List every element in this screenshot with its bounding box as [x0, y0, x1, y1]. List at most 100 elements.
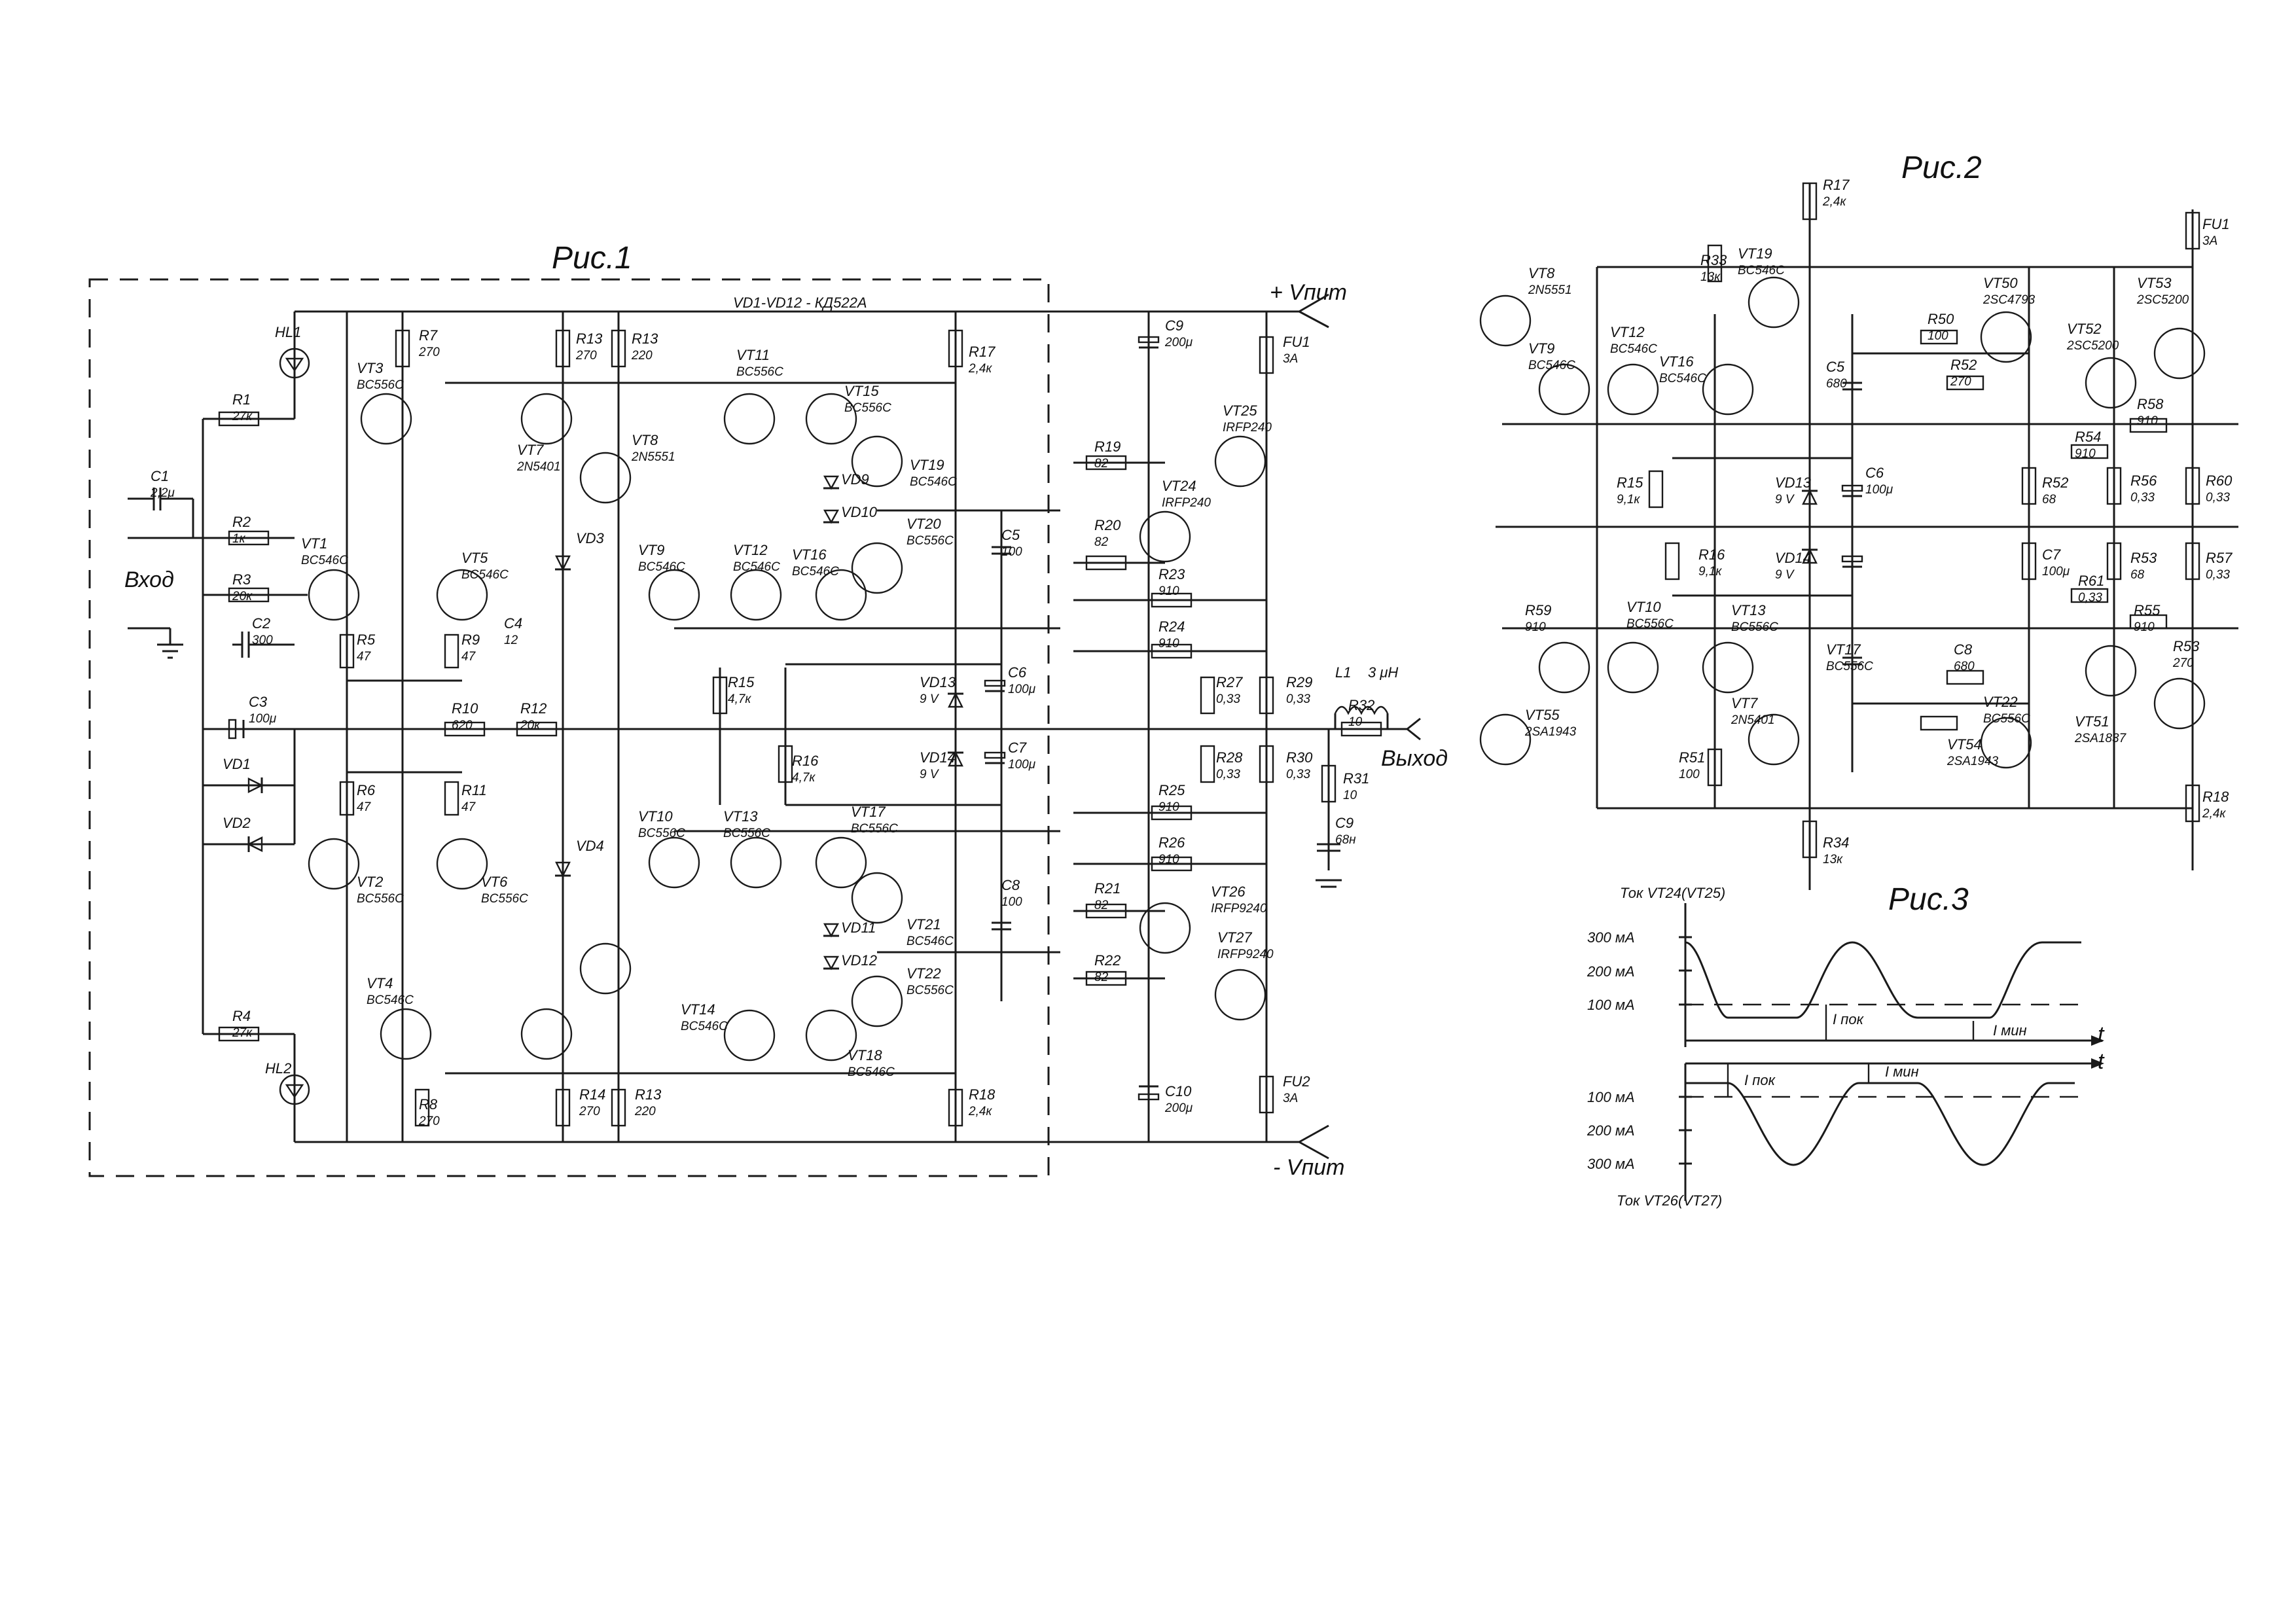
- fig2-value-r54: 910: [2075, 447, 2096, 461]
- fig2-value-r52: 270: [1950, 375, 1971, 389]
- fig2-label-r34: R34: [1823, 834, 1849, 851]
- fig3-title: Рис.3: [1888, 882, 1969, 917]
- fig2-label-r52: R52: [1950, 357, 1977, 373]
- fig2-value-vt13: BC556C: [1731, 620, 1778, 634]
- value-r12: 20к: [520, 719, 541, 732]
- value-r28: 0,33: [1216, 768, 1240, 781]
- fig2-label-vd13: VD13: [1775, 474, 1812, 491]
- label-vt25: VT25: [1223, 402, 1257, 419]
- fig2-value-fu1: 3А: [2202, 234, 2217, 248]
- fig2-value-c6: 100μ: [1865, 483, 1893, 497]
- value-vt25: IRFP240: [1223, 421, 1272, 435]
- value-vt12: BC546C: [733, 560, 780, 574]
- fig2-label-r60: R60: [2206, 473, 2233, 489]
- value-vt27: IRFP9240: [1217, 948, 1274, 961]
- label-r20: R20: [1094, 517, 1121, 533]
- label-vt22: VT22: [906, 965, 941, 982]
- value-vt4: BC546C: [367, 993, 414, 1007]
- value-vt21: BC546C: [906, 935, 954, 948]
- label-vt13: VT13: [723, 808, 758, 825]
- value-r20: 82: [1094, 535, 1109, 549]
- label-c1: C1: [151, 468, 169, 484]
- fig3-bottom-axis-label: Ток VT26(VT27): [1617, 1192, 1722, 1209]
- fig2-label-vt17: VT17: [1826, 641, 1861, 658]
- label-vt19: VT19: [910, 457, 944, 473]
- fig2-value-r17: 2,4к: [1822, 195, 1846, 209]
- label-vt10: VT10: [638, 808, 673, 825]
- label-vt4: VT4: [367, 975, 393, 991]
- value-r24: 910: [1158, 637, 1179, 651]
- label-r29: R29: [1286, 674, 1312, 690]
- label-vd3: VD3: [576, 530, 605, 546]
- fig2-value-r59: 910: [1525, 620, 1546, 634]
- fig2-label-vt53: VT53: [2137, 275, 2172, 291]
- resistors-fig1-h: [444, 455, 1382, 986]
- value-r30: 0,33: [1286, 768, 1310, 781]
- value-r5: 47: [357, 650, 372, 664]
- label-vt21: VT21: [906, 916, 941, 933]
- value-r29: 0,33: [1286, 692, 1310, 706]
- value-c1: 2,2μ: [150, 486, 175, 500]
- label-r17: R17: [969, 344, 996, 360]
- label-r6: R6: [357, 782, 376, 798]
- label-c7: C7: [1008, 740, 1027, 756]
- fig2-label-vt9: VT9: [1528, 340, 1554, 357]
- label-hl1: HL1: [275, 324, 301, 340]
- label-vt26: VT26: [1211, 883, 1246, 900]
- value-vt22: BC556C: [906, 984, 954, 997]
- label-r22: R22: [1094, 952, 1121, 969]
- value-vt11: BC556C: [736, 365, 783, 379]
- label-vt5: VT5: [461, 550, 488, 566]
- value-r26: 910: [1158, 853, 1179, 866]
- value-vd14: 9 V: [920, 768, 940, 781]
- value-r15: 4,7к: [728, 692, 751, 706]
- value-vt24: IRFP240: [1162, 496, 1211, 510]
- label-r14: R14: [579, 1086, 605, 1103]
- value-r3: 20к: [232, 590, 253, 603]
- value-c2: 300: [252, 633, 273, 647]
- value-fu2: 3А: [1283, 1092, 1298, 1105]
- label-vd1: VD1: [223, 756, 251, 772]
- fig2-value-c5: 680: [1826, 377, 1847, 391]
- label-r13c: R13: [635, 1086, 662, 1103]
- resistors-fig2: [1648, 182, 2200, 859]
- value-c9b: 68н: [1335, 833, 1356, 847]
- fig2-value-r33: 13к: [1700, 270, 1721, 284]
- fig2-value-r15: 9,1к: [1617, 493, 1640, 507]
- fig2-value-r55: 910: [2134, 620, 2155, 634]
- waveform-top: [1685, 941, 2081, 1019]
- fig2-value-vt53: 2SC5200: [2136, 293, 2189, 307]
- figure-3: Рис.3 Ток VT24(VT25) Ток VT26(VT27) t t …: [1587, 882, 2105, 1209]
- fig2-value-vt9: BC546C: [1528, 359, 1575, 372]
- value-r18: 2,4к: [968, 1105, 992, 1118]
- label-fu2: FU2: [1283, 1073, 1310, 1090]
- fig2-label-vt55: VT55: [1525, 707, 1560, 723]
- transistors-fig2: [1479, 276, 2206, 769]
- fig2-label-vd14: VD14: [1775, 550, 1811, 566]
- value-vt19: BC546C: [910, 475, 957, 489]
- fig2-label-r53: R53: [2173, 638, 2200, 654]
- label-vt1: VT1: [301, 535, 327, 552]
- value-vt5: BC546C: [461, 568, 509, 582]
- label-vt27: VT27: [1217, 929, 1252, 946]
- fig2-label-vt19: VT19: [1738, 245, 1772, 262]
- figure-2: Рис.2: [1479, 151, 2238, 890]
- value-vt26: IRFP9240: [1211, 902, 1267, 916]
- tick-bottom-300: 300 мА: [1587, 1156, 1635, 1172]
- output-label: Выход: [1381, 746, 1448, 771]
- fig2-value-r34: 13к: [1823, 853, 1843, 866]
- label-r8: R8: [419, 1096, 438, 1113]
- fig2-value-r57: 0,33: [2206, 568, 2230, 582]
- label-r16: R16: [792, 753, 819, 769]
- label-r15: R15: [728, 674, 755, 690]
- label-vd4: VD4: [576, 838, 604, 854]
- label-vt9: VT9: [638, 542, 664, 558]
- value-r14: 270: [579, 1105, 600, 1118]
- value-r13: 270: [575, 349, 597, 363]
- label-vt16: VT16: [792, 546, 827, 563]
- vplus-label: + Vпит: [1270, 280, 1347, 305]
- label-vt12: VT12: [733, 542, 768, 558]
- label-r18: R18: [969, 1086, 996, 1103]
- fig2-label-r56: R56: [2130, 473, 2157, 489]
- fig2-value-r61: 0,33: [2078, 591, 2102, 605]
